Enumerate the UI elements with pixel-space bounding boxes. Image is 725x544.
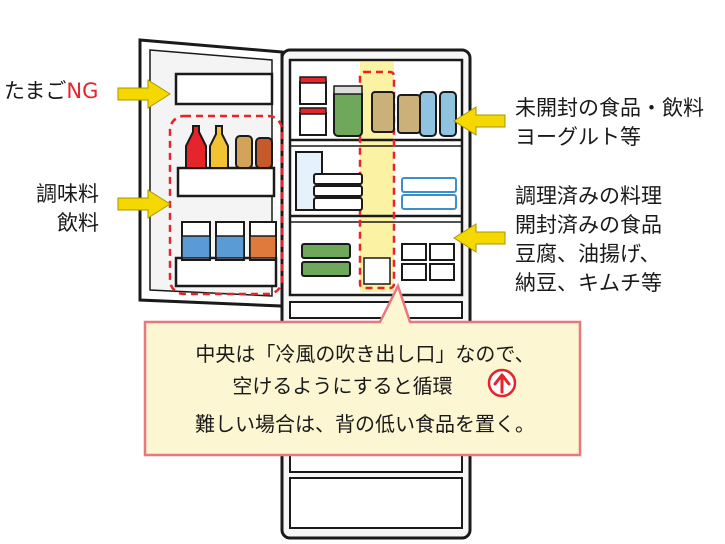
up-arrow-icon — [493, 373, 511, 394]
arrow-lower-shelf — [453, 223, 506, 253]
top-shelf-items — [299, 76, 457, 137]
door-pocket-middle — [176, 166, 276, 198]
cold-air-outline — [358, 70, 396, 290]
milk-carton-2 — [215, 235, 245, 259]
dressing-bottle — [255, 137, 273, 169]
arrow-seasoning — [117, 189, 171, 219]
seasoning-label: 調味料 飲料 — [36, 182, 99, 235]
callout-box — [143, 282, 582, 457]
juice-carton — [249, 235, 277, 259]
sauce-bottle — [235, 135, 253, 169]
top-shelf-label: 未開封の食品・飲料 ヨーグルト等 — [515, 96, 704, 149]
lower-shelf-label: 調理済みの料理 開封済みの食品 豆腐、油揚げ、 納豆、キムチ等 — [515, 184, 662, 295]
door-pocket-bottom — [174, 256, 278, 288]
egg-label: たまごNG — [4, 79, 99, 103]
callout-line3: 難しい場合は、背の低い食品を置く。 — [195, 412, 535, 436]
mustard-bottle — [209, 125, 229, 169]
bottom-shelf-items — [301, 243, 455, 285]
callout-line1: 中央は「冷風の吹き出し口」なので、 — [195, 342, 535, 366]
egg-pocket — [174, 72, 274, 106]
callout — [143, 282, 582, 457]
pointer-arrows — [117, 79, 506, 253]
ketchup-bottle — [185, 125, 207, 169]
arrow-top-shelf — [453, 106, 506, 136]
arrow-egg — [117, 79, 171, 109]
middle-shelf-items — [295, 151, 457, 211]
door-dashed-outline — [168, 114, 284, 296]
callout-line2: 空けるようにすると循環 — [232, 374, 453, 398]
fridge-door — [138, 38, 284, 308]
milk-carton-1 — [181, 235, 211, 259]
